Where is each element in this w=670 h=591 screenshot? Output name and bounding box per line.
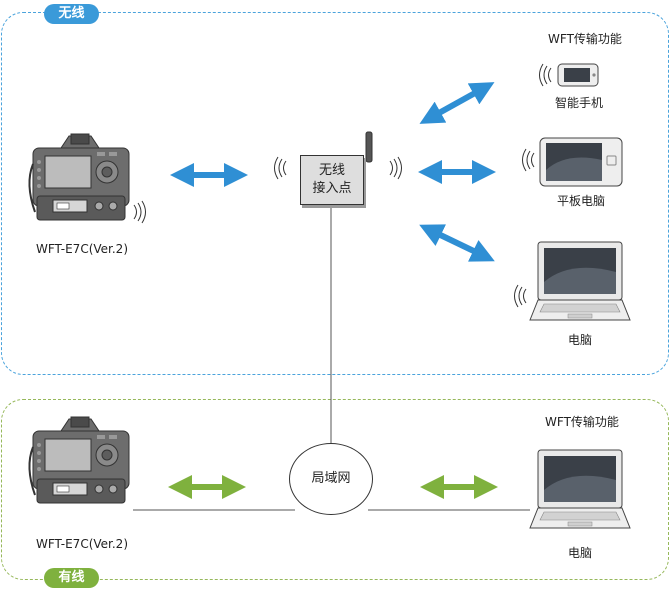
- computer-waves: [514, 284, 527, 308]
- ap-right-waves: [389, 156, 402, 180]
- access-point-label-line2: 接入点: [312, 181, 352, 196]
- access-point-label-line1: 无线: [318, 163, 345, 178]
- wired-function-title: WFT传输功能: [545, 415, 619, 429]
- wired-region-label: 有线: [44, 568, 99, 588]
- lan-label: 局域网: [311, 471, 351, 486]
- ap-antenna: [365, 131, 373, 163]
- tablet-label: 平板电脑: [556, 194, 605, 208]
- access-point: 无线 接入点: [300, 155, 364, 205]
- ap-smartphone-arrow: [419, 82, 495, 124]
- lan-node: 局域网: [289, 443, 373, 515]
- wireless-camera-icon: [28, 133, 131, 221]
- tablet-icon: [539, 137, 623, 187]
- tablet-waves: [522, 148, 535, 172]
- wireless-function-title: WFT传输功能: [548, 32, 622, 46]
- smartphone-label: 智能手机: [554, 96, 603, 110]
- smartphone-waves: [539, 63, 552, 87]
- wired-camera-icon: [28, 416, 131, 504]
- wireless-region: [1, 12, 669, 375]
- wired-camera-label: WFT-E7C(Ver.2): [35, 537, 128, 551]
- ap-computer-arrow: [419, 224, 495, 262]
- wireless-computer-label: 电脑: [567, 333, 592, 347]
- wireless-camera-label: WFT-E7C(Ver.2): [35, 242, 128, 256]
- wireless-region-label: 无线: [44, 4, 99, 24]
- ap-left-waves: [274, 156, 287, 180]
- camera-waves: [133, 200, 146, 224]
- wired-computer-icon: [529, 449, 631, 529]
- wired-computer-label: 电脑: [567, 546, 592, 560]
- wireless-computer-icon: [529, 241, 631, 321]
- wired-region: [1, 399, 669, 580]
- smartphone-icon: [557, 63, 599, 87]
